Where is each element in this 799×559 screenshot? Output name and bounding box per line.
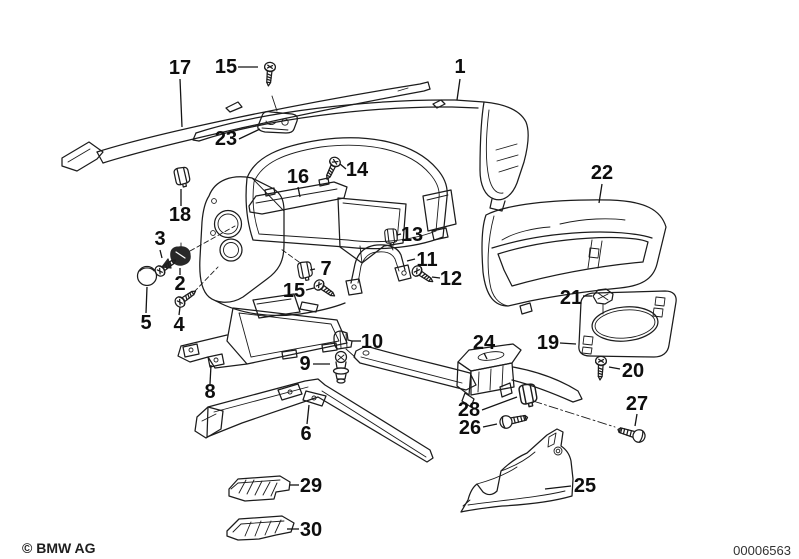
leader-line-24: [483, 352, 488, 360]
callout-25: 25: [574, 475, 596, 497]
callout-13: 13: [401, 224, 423, 246]
part-13-clip: [383, 227, 399, 247]
callout-27: 27: [626, 393, 648, 415]
callout-15: 15: [215, 56, 237, 78]
part-17-defroster-trim-strip: [61, 81, 431, 172]
leader-line-4: [178, 306, 181, 316]
leader-line-13: [396, 233, 402, 236]
leader-line-20: [608, 366, 621, 370]
leader-line-7: [309, 268, 316, 271]
callout-18: 18: [169, 204, 191, 226]
callout-9: 9: [299, 353, 310, 375]
callout-17: 17: [169, 57, 191, 79]
leader-line-11: [406, 258, 416, 262]
leader-line-23: [238, 128, 261, 140]
part-19-cluster-surround: [578, 290, 677, 358]
part-16-upper-strip: [248, 177, 348, 215]
leader-line-1: [456, 78, 461, 101]
callout-24: 24: [473, 332, 496, 354]
callout-10: 10: [361, 331, 383, 353]
callout-1: 1: [454, 56, 465, 78]
part-20-screw: [593, 355, 608, 381]
copyright-text: © BMW AG: [22, 540, 96, 556]
leader-line-16: [297, 186, 301, 198]
part-6-trim-blade: [194, 378, 434, 463]
leader-line-19: [559, 342, 577, 345]
callout-28: 28: [458, 399, 480, 421]
leader-line-28: [481, 396, 518, 411]
leader-line-5: [145, 286, 148, 314]
part-26-bolt: [498, 410, 530, 431]
callout-26: 26: [459, 417, 481, 439]
leader-line-26: [482, 423, 498, 428]
callout-16: 16: [287, 166, 309, 188]
callout-15-2: 15: [283, 280, 305, 302]
callout-12: 12: [440, 268, 462, 290]
callout-30: 30: [300, 519, 322, 541]
construction-lines: [189, 95, 616, 428]
callout-3: 3: [154, 228, 165, 250]
part-15-screw-mid: [311, 277, 339, 301]
part-1-instrument-panel: [192, 99, 529, 319]
part-29-ribbed-bracket: [228, 475, 291, 502]
leader-line-6: [306, 404, 310, 425]
leader-line-22: [598, 183, 603, 204]
callout-2: 2: [174, 273, 185, 295]
callout-22: 22: [591, 162, 613, 184]
part-9-grommet: [332, 350, 350, 384]
leader-line-12: [431, 276, 441, 279]
part-11-strap-bracket: [345, 244, 412, 296]
part-30-ribbed-bracket: [226, 515, 295, 541]
leader-line-8: [209, 364, 212, 385]
part-7-clip: [296, 260, 314, 283]
part-27-bolt: [615, 422, 648, 445]
callout-6: 6: [300, 423, 311, 445]
leader-line-27: [634, 413, 638, 427]
part-14-screw: [321, 154, 343, 183]
callout-29: 29: [300, 475, 322, 497]
callout-20: 20: [622, 360, 644, 382]
part-18-clip: [172, 165, 192, 189]
callout-21: 21: [560, 287, 582, 309]
leader-line-3: [159, 249, 163, 259]
part-10-clip: [333, 330, 353, 350]
callout-4: 4: [173, 314, 185, 336]
leader-line-15: [305, 287, 315, 291]
leader-line-14: [339, 163, 347, 170]
callout-7: 7: [320, 258, 331, 280]
part-24-support-bracket: [353, 343, 583, 408]
callout-8: 8: [204, 381, 215, 403]
callout-11: 11: [416, 249, 437, 271]
leader-line-25: [544, 485, 572, 490]
callout-23: 23: [215, 128, 237, 150]
leader-line-17: [179, 78, 183, 128]
part-15-screw-top: [262, 61, 277, 88]
part-25-lower-panel: [460, 428, 574, 513]
callout-5: 5: [140, 312, 151, 334]
diagram-number: 00006563: [733, 543, 791, 558]
part-23-clamp: [257, 111, 298, 134]
part-21-clip: [592, 288, 614, 310]
part-28-clip: [517, 382, 539, 409]
part-5-cap: [136, 265, 158, 287]
callout-14: 14: [346, 159, 369, 181]
part-8-glovebox-panel: [177, 301, 348, 369]
part-22-cluster-cowl: [481, 199, 667, 315]
callout-19: 19: [537, 332, 559, 354]
